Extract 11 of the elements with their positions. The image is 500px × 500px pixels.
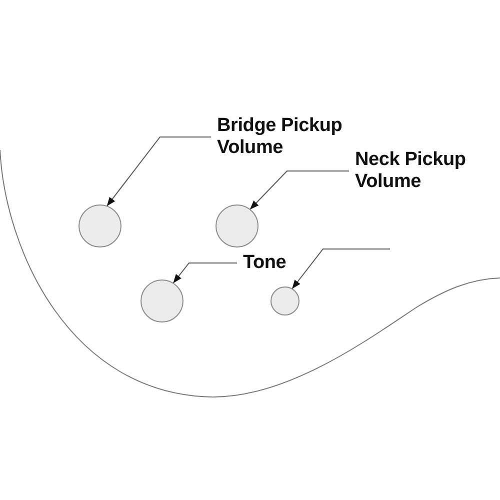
control-knob	[78, 204, 122, 248]
control-knob	[270, 286, 300, 316]
leader-arrow	[172, 262, 238, 284]
leader-arrow	[292, 248, 390, 290]
leader-arrow	[249, 170, 350, 210]
control-knob	[140, 279, 184, 323]
control-knob	[215, 204, 259, 248]
leader-arrow	[106, 136, 212, 207]
callout-label: Bridge Pickup Volume	[217, 115, 357, 159]
callout-label: Tone	[243, 252, 286, 274]
callout-label: Neck Pickup Volume	[355, 149, 490, 193]
